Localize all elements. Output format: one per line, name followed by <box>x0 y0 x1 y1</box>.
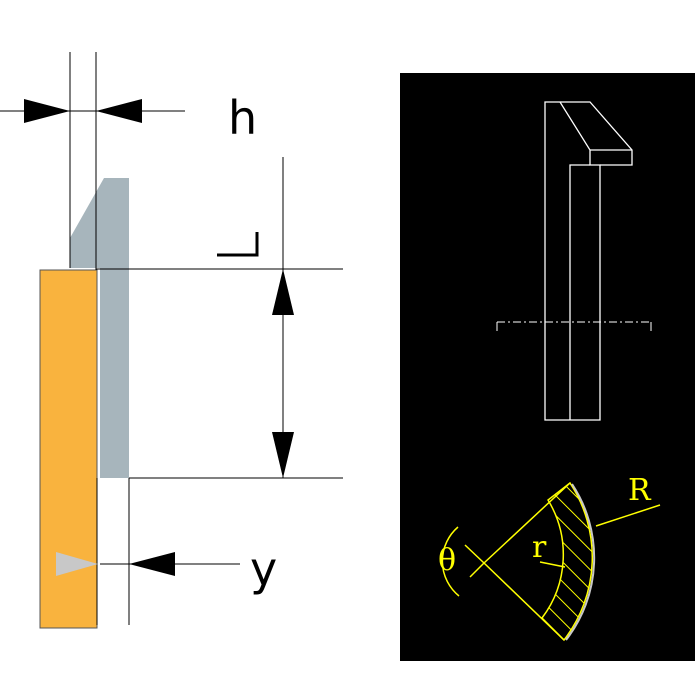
R-label: R <box>628 473 652 508</box>
orange-bar <box>39 269 98 629</box>
y-marker-triangle <box>56 552 98 576</box>
right-cad-panel: R r θ <box>400 73 695 661</box>
left-diagram: h L y <box>0 0 343 629</box>
L-arrow-bottom <box>272 432 294 478</box>
y-arrow-right <box>129 552 175 576</box>
h-arrow-right <box>96 99 142 123</box>
r-label: r <box>532 530 547 565</box>
grey-plate <box>70 178 129 478</box>
h-label: h <box>228 91 257 145</box>
construction-lines <box>441 482 661 641</box>
theta-label: θ <box>438 543 456 578</box>
L-label: L <box>0 0 259 257</box>
arc-edge-outer <box>565 483 596 641</box>
reference-line <box>496 321 652 331</box>
probe-wireframe <box>544 101 633 421</box>
h-arrow-left <box>24 99 70 123</box>
y-label: y <box>250 542 277 596</box>
L-arrow-top <box>272 269 294 315</box>
svg-text:L: L <box>0 0 1 1</box>
